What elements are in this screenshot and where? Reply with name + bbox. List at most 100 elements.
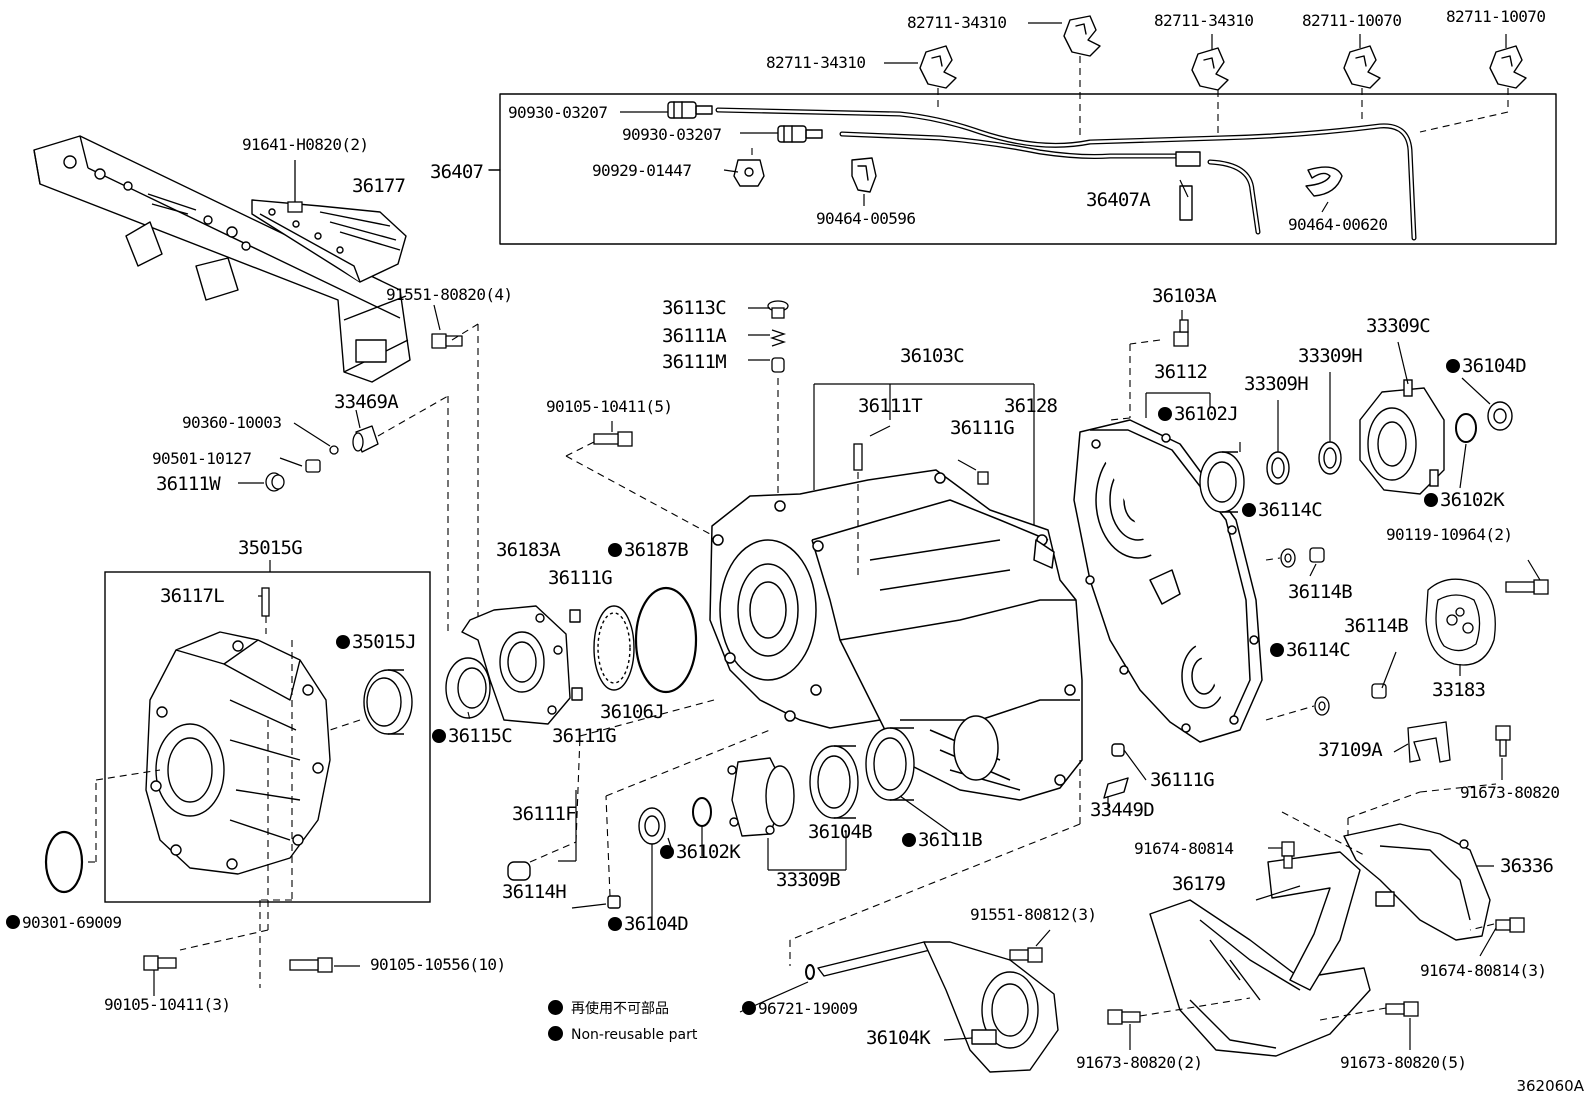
retainer-36183a [461, 605, 571, 725]
protector-36179 [1149, 899, 1371, 1057]
plug-90930-b [777, 125, 823, 143]
label-33309h-b: 33309H [1298, 345, 1363, 367]
label-36102k-b: 36102K [1424, 490, 1505, 510]
label-91673-80820: 91673-80820 [1460, 783, 1560, 802]
bolt-91551-80812 [1009, 947, 1043, 963]
label-37109a: 37109A [1318, 739, 1383, 761]
label-36111t: 36111T [858, 395, 923, 417]
label-82711-34310-a: 82711-34310 [907, 13, 1007, 32]
bracket-36177 [251, 199, 407, 283]
bearing-36106j [593, 605, 635, 691]
legend-row-en: Non-reusable part [548, 1022, 697, 1048]
nut-36104d-b [1487, 401, 1513, 431]
plug-36114b-a [1309, 547, 1325, 563]
label-91551-80820: 91551-80820(4) [386, 285, 513, 304]
label-33449d: 33449D [1090, 799, 1155, 821]
label-36183a: 36183A [496, 539, 561, 561]
seal-36115c [445, 657, 491, 719]
clip-82711-c [1191, 47, 1229, 91]
label-91674-80814: 91674-80814 [1134, 839, 1234, 858]
plug-90930-a [667, 101, 713, 119]
label-36111g-a: 36111G [548, 567, 613, 589]
label-36111f: 36111F [512, 803, 577, 825]
label-35015j: 35015J [336, 632, 417, 652]
pin-36111g-b [571, 687, 583, 701]
o-ring-96721 [805, 964, 815, 980]
tube-assembly-box [499, 93, 1557, 245]
shim-33309h-b [1318, 441, 1342, 475]
transfer-case-36103c [709, 469, 1083, 801]
pin-36111g-d [1111, 743, 1125, 757]
label-36179: 36179 [1172, 873, 1226, 895]
label-36112: 36112 [1154, 361, 1208, 383]
bolt-90119 [1505, 579, 1549, 595]
bracket-36336 [1343, 823, 1491, 941]
bolt-91673-80820 [1495, 725, 1511, 757]
label-82711-10070-a: 82711-10070 [1302, 11, 1402, 30]
o-ring-36102k-b [1455, 413, 1477, 443]
label-36102k-a: 36102K [660, 842, 741, 862]
label-35015g: 35015G [238, 537, 303, 559]
pin-36111g-c [977, 471, 989, 485]
nut-36104d-a [638, 807, 666, 845]
label-36114b-b: 36114B [1344, 615, 1409, 637]
bolt-90105-10411-5 [593, 431, 633, 447]
clip-82711-b [1063, 15, 1101, 57]
seal-36104b [809, 745, 859, 819]
bolt-91673-80820-5 [1385, 1001, 1419, 1017]
label-36336: 36336 [1500, 855, 1554, 877]
breather-tube-secondary [839, 131, 1193, 159]
plug-36113c [767, 300, 789, 319]
pin-36111g-a [569, 609, 581, 623]
label-36111a: 36111A [662, 325, 727, 347]
label-36111m: 36111M [662, 351, 727, 373]
label-33469a: 33469A [334, 391, 399, 413]
flange-33309b [727, 757, 795, 837]
label-90360: 90360-10003 [182, 413, 282, 432]
label-36111g-b: 36111G [552, 725, 617, 747]
label-91674-80814-3: 91674-80814(3) [1420, 961, 1547, 980]
pulley-33183 [1425, 578, 1496, 666]
bullet-icon [548, 1026, 563, 1041]
label-36187b: 36187B [608, 540, 689, 560]
label-90929-01447: 90929-01447 [592, 161, 692, 180]
label-36114c-a: 36114C [1242, 500, 1323, 520]
o-ring-90301 [44, 830, 84, 894]
label-90464-00596: 90464-00596 [816, 209, 916, 228]
bolt-91674-80814 [1281, 841, 1295, 869]
plug-36114b-b [1371, 683, 1387, 699]
label-36115c: 36115C [432, 726, 513, 746]
legend-row-jp: 再使用不可部品 [548, 996, 697, 1022]
bracket-37109a [1407, 721, 1451, 763]
ball-36111m [771, 357, 785, 373]
bearing-36111b [865, 727, 915, 801]
label-36111g-d: 36111G [1150, 769, 1215, 791]
bullet-icon [548, 1000, 563, 1015]
label-91673-80820-2: 91673-80820(2) [1076, 1053, 1203, 1072]
label-90301: 90301-69009 [6, 914, 122, 932]
label-96721: 96721-19009 [742, 1000, 858, 1018]
label-36106j: 36106J [600, 701, 665, 723]
label-36114h: 36114H [502, 881, 567, 903]
clip-90929 [733, 159, 765, 187]
shift-rod-36104k [817, 941, 1059, 1073]
clip-82711-d [1343, 45, 1381, 89]
label-91551-80812: 91551-80812(3) [970, 905, 1097, 924]
label-36103c: 36103C [900, 345, 965, 367]
figure-id: 362060A [1516, 1077, 1584, 1095]
label-36407: 36407 [430, 161, 484, 183]
clamp-90464-00620 [1305, 166, 1343, 197]
label-90501: 90501-10127 [152, 449, 252, 468]
label-82711-34310-b: 82711-34310 [766, 53, 866, 72]
pin-36117l [261, 587, 270, 617]
label-36114c-b: 36114C [1270, 640, 1351, 660]
label-90119: 90119-10964(2) [1386, 525, 1513, 544]
label-33309b: 33309B [776, 869, 841, 891]
plug-36111w [265, 472, 285, 492]
label-90464-00620: 90464-00620 [1288, 215, 1388, 234]
bolt-91551-80820 [431, 333, 463, 349]
crossmember [33, 135, 411, 383]
label-90930-03207-a: 90930-03207 [508, 103, 608, 122]
